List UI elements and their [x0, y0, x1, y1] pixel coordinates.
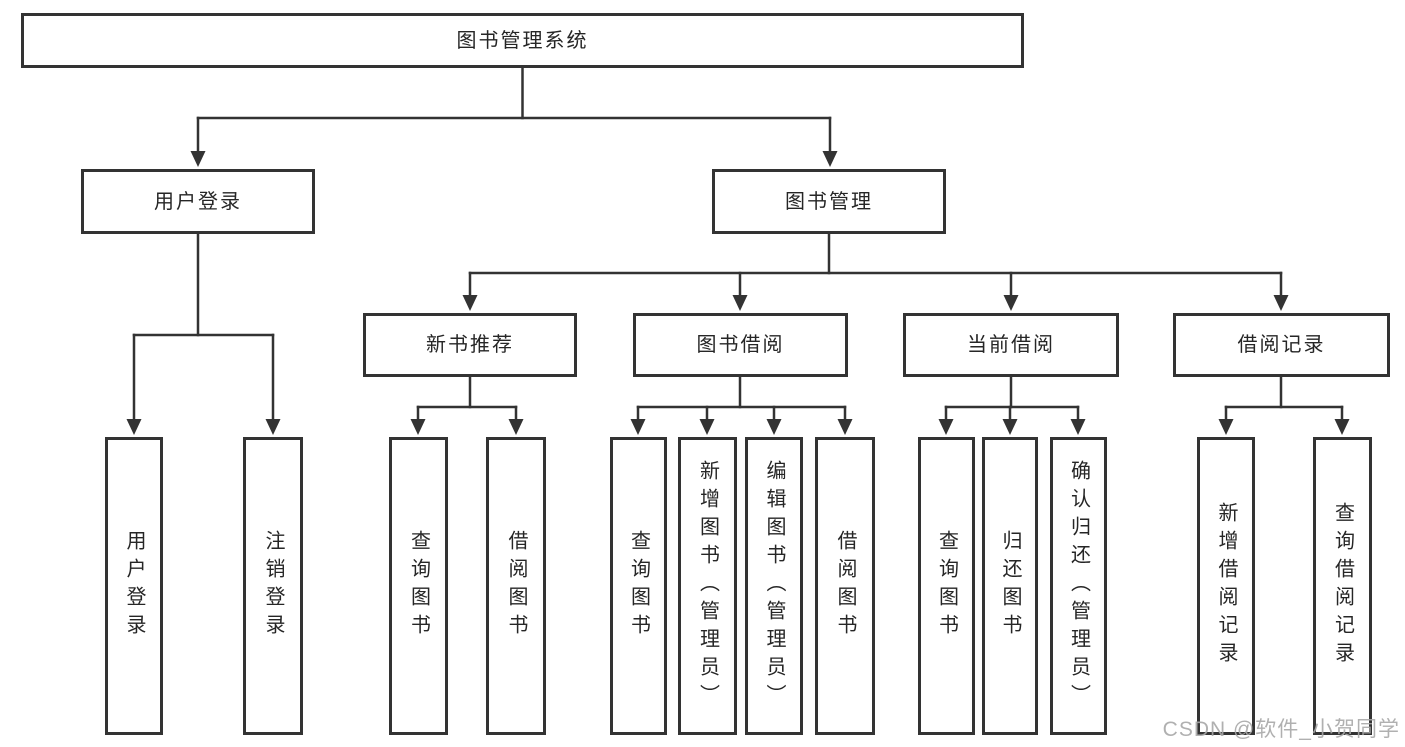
- leaf-current-query-books: 查询图书: [918, 437, 975, 735]
- leaf-records-add-record: 新增借阅记录: [1197, 437, 1255, 735]
- leaf-borrowing-query-books: 查询图书: [610, 437, 667, 735]
- csdn-watermark: CSDN @软件_小贺同学: [1162, 718, 1400, 741]
- leaf-recommend-borrow-books: 借阅图书: [486, 437, 546, 735]
- node-new-book-recommend: 新书推荐: [363, 313, 577, 377]
- node-root-library-system: 图书管理系统: [21, 13, 1024, 68]
- leaf-borrowing-add-books-admin: 新增图书（管理员）: [678, 437, 737, 735]
- leaf-user-login: 用户登录: [105, 437, 163, 735]
- leaf-current-return-books: 归还图书: [982, 437, 1038, 735]
- node-book-management: 图书管理: [712, 169, 946, 234]
- leaf-borrowing-edit-books-admin: 编辑图书（管理员）: [745, 437, 803, 735]
- node-user-login: 用户登录: [81, 169, 315, 234]
- leaf-records-query-record: 查询借阅记录: [1313, 437, 1372, 735]
- leaf-current-confirm-return-admin: 确认归还（管理员）: [1050, 437, 1107, 735]
- leaf-recommend-query-books: 查询图书: [389, 437, 448, 735]
- node-borrowing-records: 借阅记录: [1173, 313, 1390, 377]
- leaf-logout: 注销登录: [243, 437, 303, 735]
- leaf-borrowing-borrow-books: 借阅图书: [815, 437, 875, 735]
- node-book-borrowing: 图书借阅: [633, 313, 848, 377]
- node-current-borrowing: 当前借阅: [903, 313, 1119, 377]
